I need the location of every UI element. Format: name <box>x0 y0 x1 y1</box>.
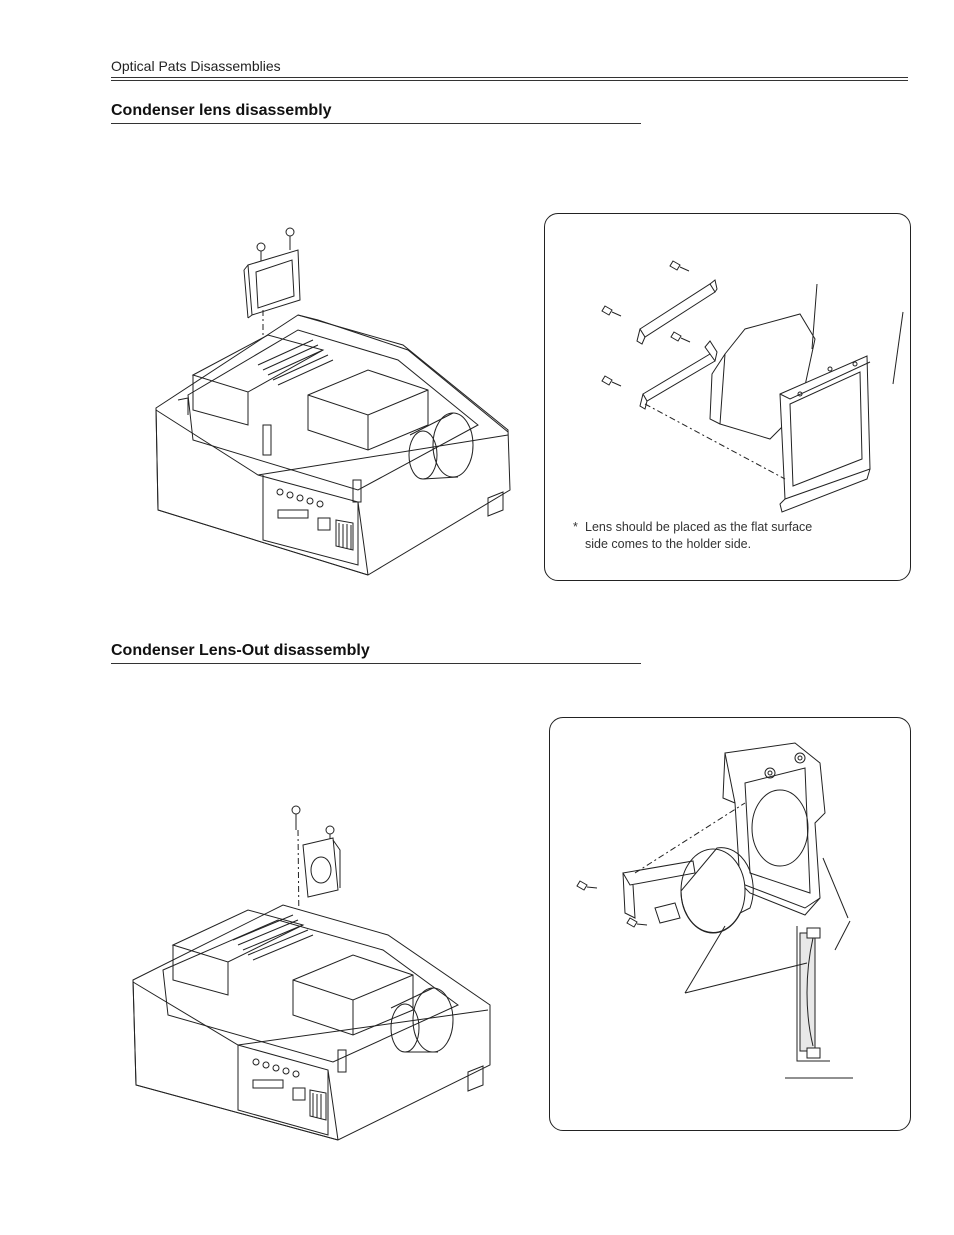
projector-illustration-1 <box>148 220 518 580</box>
lens-cross-section <box>797 926 830 1061</box>
guide-line <box>645 404 785 479</box>
note-text: Lens should be placed as the flat surfac… <box>585 520 813 551</box>
guide-line <box>635 803 745 873</box>
leader-line <box>893 312 903 384</box>
lens-out-bracket-part <box>623 861 695 923</box>
detail-box-condenser-lens: * Lens should be placed as the flat surf… <box>544 213 911 581</box>
screw-icon <box>671 332 690 342</box>
note-marker: * <box>573 520 578 534</box>
lens-clip-part <box>640 341 717 409</box>
lens-clip-part <box>637 280 717 344</box>
leader-line <box>685 963 807 993</box>
screw-icon <box>602 306 621 316</box>
page-header: Optical Pats Disassemblies <box>111 58 908 80</box>
header-rule-bottom <box>111 80 908 81</box>
exploded-view-condenser-lens <box>585 244 885 514</box>
screw-icon <box>627 918 647 927</box>
page-header-title: Optical Pats Disassemblies <box>111 58 281 74</box>
lens-out-holder-part <box>723 743 825 915</box>
lens-orientation-note: * Lens should be placed as the flat surf… <box>573 519 835 553</box>
lens-holder-part <box>244 250 300 318</box>
leader-line <box>685 926 725 993</box>
exploded-view-condenser-lens-out <box>575 743 895 1093</box>
section-rule-1 <box>111 123 641 124</box>
screw-icon <box>286 228 294 250</box>
guide-line <box>298 830 300 1025</box>
projector-illustration-2 <box>128 800 498 1150</box>
leader-line <box>812 284 817 349</box>
projector-body <box>133 905 490 1140</box>
screw-icon <box>670 261 689 271</box>
detail-box-condenser-lens-out <box>549 717 911 1131</box>
screw-icon <box>602 376 621 386</box>
header-rule-top <box>111 77 908 78</box>
lens-out-holder-part <box>303 838 340 897</box>
leader-line <box>823 858 848 918</box>
condenser-lens-out-part <box>681 848 753 933</box>
projector-body <box>156 315 510 575</box>
leader-line <box>835 921 850 950</box>
section-title-condenser-lens: Condenser lens disassembly <box>111 102 332 119</box>
screw-icon <box>292 806 300 830</box>
lens-holder-part <box>780 356 870 512</box>
screw-icon <box>577 881 597 890</box>
section-rule-2 <box>111 663 641 664</box>
section-title-condenser-lens-out: Condenser Lens-Out disassembly <box>111 642 370 659</box>
